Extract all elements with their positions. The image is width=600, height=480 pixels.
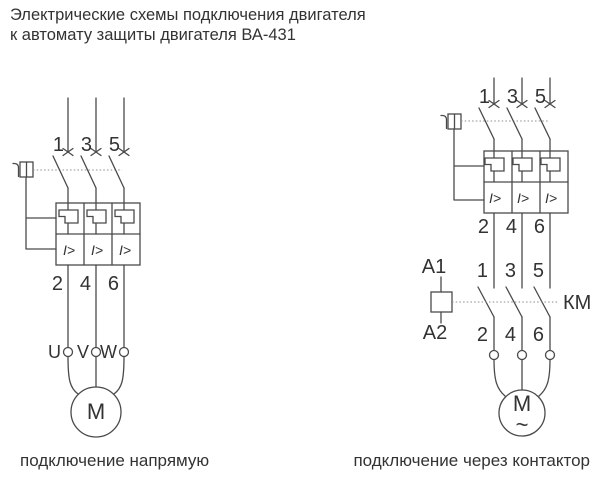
left-motor: M: [70, 386, 122, 438]
contactor-terminal-label: 5: [533, 260, 544, 282]
motor-symbol: [498, 389, 546, 437]
motor-wire: [538, 358, 551, 397]
terminal-x-icon: [118, 147, 130, 157]
thermal-overload-icon: [540, 150, 561, 183]
title-line-1: Электрические схемы подключения двигател…: [10, 6, 366, 24]
manual-actuator-icon: [440, 114, 448, 130]
contactor-terminal-label: 2: [477, 324, 488, 346]
title-line-2: к автомату защиты двигателя ВА-431: [10, 26, 296, 44]
phase-label: V: [77, 342, 89, 362]
contactor-coil: [430, 291, 453, 313]
overload-label: I>: [517, 190, 529, 206]
x-stroke: [516, 99, 528, 109]
thermal-overload-icon: [86, 202, 107, 235]
right-pole-3: 5 I> 6 5 6: [533, 77, 561, 397]
breaker-contact: [52, 155, 69, 189]
motor-wire: [493, 358, 506, 397]
right-motor: M ~: [498, 389, 546, 437]
breaker-contact: [534, 107, 551, 140]
right-contactor-coil: A1 A2 КМ: [422, 256, 592, 344]
left-diagram: 1 I> 2 U 3 I> 4 V: [12, 97, 141, 438]
thermal-overload-icon: [484, 150, 505, 183]
contactor-terminal-label: 4: [505, 324, 516, 346]
overload-label: I>: [489, 190, 501, 206]
right-pole-2: 3 I> 4 3 4: [505, 77, 533, 391]
left-breaker-mechanism: [12, 161, 122, 250]
right-breaker-mechanism: [440, 113, 548, 201]
terminal-label: 5: [109, 134, 120, 156]
motor-wire: [67, 355, 79, 395]
breaker-contact: [506, 107, 523, 140]
contactor-terminal-label: 3: [505, 260, 516, 282]
phase-terminal: [118, 346, 130, 358]
terminal-label: 4: [80, 273, 91, 295]
right-breaker-body: [483, 150, 569, 214]
right-caption: подключение через контактор: [353, 451, 590, 470]
left-caption: подключение напрямую: [20, 451, 210, 470]
motor-current-type: ~: [516, 412, 529, 437]
mechanism-linkage: [25, 176, 57, 250]
left-pole-1: 1 I> 2 U: [48, 97, 79, 395]
right-diagram: 1 I> 2 1 2 3 I> 4: [422, 77, 592, 437]
terminal-label: 2: [52, 273, 63, 295]
phase-terminal: [516, 349, 528, 361]
contactor-contact: [505, 286, 523, 318]
phase-terminal: [488, 349, 500, 361]
overload-label: I>: [119, 242, 131, 258]
thermal-overload-icon: [114, 202, 135, 235]
page-title: Электрические схемы подключения двигател…: [10, 5, 366, 45]
overload-label: I>: [63, 242, 75, 258]
x-stroke: [118, 147, 130, 157]
overload-label: I>: [91, 242, 103, 258]
phase-label: W: [100, 342, 117, 362]
thermal-overload-icon: [58, 202, 79, 235]
terminal-label: 1: [53, 134, 64, 156]
motor-label: M: [513, 391, 531, 416]
terminal-label: 2: [478, 216, 489, 238]
terminal-x-icon: [488, 99, 500, 109]
motor-label: M: [87, 399, 105, 424]
terminal-label: 6: [108, 273, 119, 295]
contactor-terminal-label: 6: [533, 324, 544, 346]
terminal-x-icon: [516, 99, 528, 109]
x-stroke: [62, 147, 74, 157]
terminal-label: 4: [506, 216, 517, 238]
terminal-label: 3: [81, 134, 92, 156]
phase-terminal: [544, 349, 556, 361]
left-breaker-body: [55, 202, 141, 266]
x-stroke: [488, 99, 500, 109]
terminal-x-icon: [62, 147, 74, 157]
right-pole-1: 1 I> 2 1 2: [477, 77, 506, 397]
terminal-x-icon: [90, 147, 102, 157]
phase-label: U: [48, 342, 61, 362]
coil-terminal-label: A2: [423, 322, 447, 344]
breaker-contact: [478, 107, 495, 140]
terminal-x-icon: [544, 99, 556, 109]
contactor-designation: КМ: [563, 292, 591, 314]
breaker-contact: [108, 155, 125, 189]
terminal-label: 3: [507, 86, 518, 108]
motor-symbol: [70, 386, 122, 438]
contactor-terminal-label: 1: [477, 260, 488, 282]
thermal-overload-icon: [512, 150, 533, 183]
overload-label: I>: [545, 190, 557, 206]
left-pole-2: 3 I> 4 V: [77, 97, 107, 388]
x-stroke: [544, 99, 556, 109]
coil-terminal-label: A1: [422, 256, 446, 278]
left-pole-3: 5 I> 6 W: [100, 97, 135, 395]
motor-wire: [113, 355, 125, 395]
terminal-label: 5: [535, 86, 546, 108]
terminal-label: 6: [534, 216, 545, 238]
phase-terminal: [62, 346, 74, 358]
breaker-contact: [80, 155, 97, 189]
mechanism-linkage: [453, 128, 485, 201]
manual-actuator-icon: [12, 162, 20, 178]
x-stroke: [90, 147, 102, 157]
terminal-label: 1: [479, 86, 490, 108]
